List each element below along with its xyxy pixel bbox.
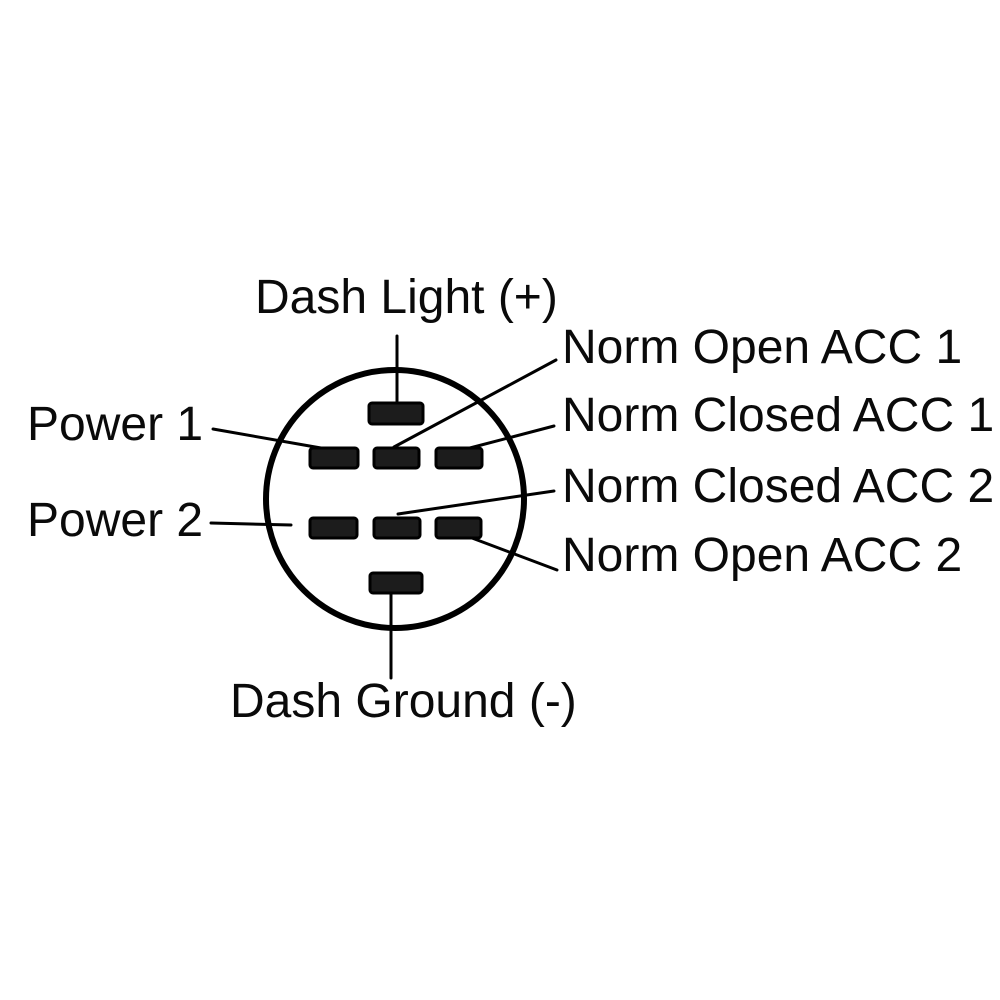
leader-norm-open-acc-1 bbox=[392, 358, 558, 449]
label-power-1: Power 1 bbox=[27, 398, 203, 451]
pin-norm-open-acc-1 bbox=[372, 446, 421, 470]
label-norm-open-acc-1: Norm Open ACC 1 bbox=[562, 321, 962, 374]
label-norm-closed-acc-1: Norm Closed ACC 1 bbox=[562, 389, 994, 442]
switch-body-circle bbox=[263, 367, 527, 631]
leader-norm-closed-acc-1 bbox=[464, 424, 556, 451]
label-power-2: Power 2 bbox=[27, 494, 203, 547]
pin-norm-open-acc-2 bbox=[434, 516, 483, 540]
leader-norm-open-acc-2 bbox=[462, 533, 559, 572]
pin-norm-closed-acc-2 bbox=[372, 516, 422, 540]
pin-dash-ground bbox=[368, 571, 424, 595]
pin-power-2 bbox=[308, 516, 359, 540]
pin-dash-light bbox=[367, 401, 425, 426]
leader-norm-closed-acc-2 bbox=[396, 489, 556, 516]
label-dash-ground: Dash Ground (-) bbox=[230, 675, 577, 728]
label-norm-closed-acc-2: Norm Closed ACC 2 bbox=[562, 460, 994, 513]
label-dash-light: Dash Light (+) bbox=[255, 271, 558, 324]
pin-norm-closed-acc-1 bbox=[434, 446, 484, 470]
label-norm-open-acc-2: Norm Open ACC 2 bbox=[562, 529, 962, 582]
leader-power-1 bbox=[211, 427, 323, 450]
leader-power-2 bbox=[209, 521, 293, 527]
pin-power-1 bbox=[308, 446, 360, 470]
